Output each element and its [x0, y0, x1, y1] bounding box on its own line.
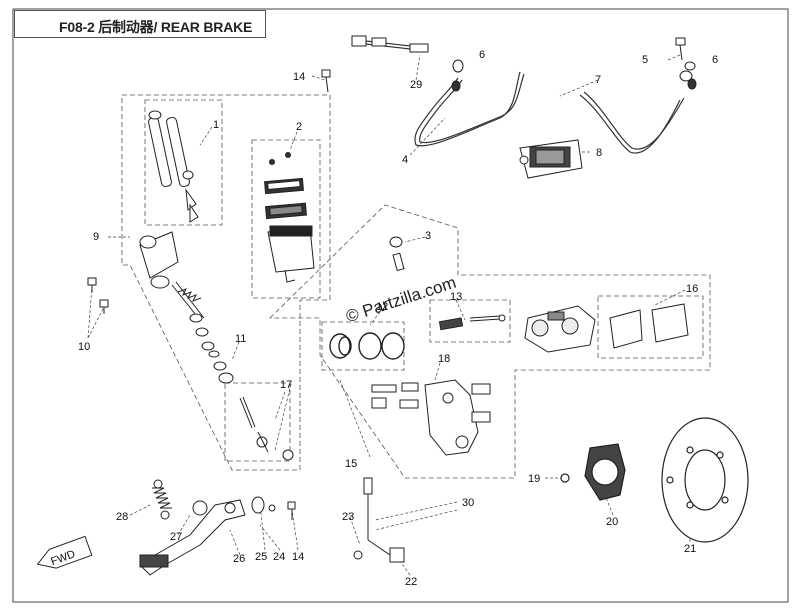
callout-labels: 1 2 3 4 5 6 6 7 8 9 10 11 12 13 14 14 15…: [78, 49, 718, 588]
diagram-border: [12, 8, 789, 603]
caliper-bracket: [371, 379, 491, 456]
piston-seals: [329, 332, 405, 360]
group-outlines: [121, 94, 711, 479]
callout-30: 30: [462, 497, 474, 509]
callout-11: 11: [235, 333, 246, 345]
brake-pedal: [139, 499, 246, 576]
slide-pins: [438, 314, 506, 331]
caliper-group-outline: [269, 204, 711, 479]
rod-group-outline: [144, 99, 223, 226]
piston-spring-chain: [177, 288, 294, 461]
callout-12: 12: [376, 301, 388, 313]
callout-24: 24: [273, 551, 285, 563]
callout-5: 5: [642, 54, 648, 66]
callout-8: 8: [596, 147, 602, 159]
brake-line-rear: [579, 94, 681, 154]
brake-switch: [353, 477, 405, 563]
callout-17: 17: [280, 379, 292, 391]
bolt-top: [321, 69, 331, 93]
callout-10: 10: [78, 341, 90, 353]
callout-20: 20: [606, 516, 618, 528]
pushrod-group-outline: [224, 382, 291, 462]
brake-sensor: [351, 35, 429, 53]
caliper-assembly-top: [519, 139, 583, 179]
brake-pads: [609, 303, 689, 349]
return-spring: [152, 479, 172, 520]
page-title: F08-2 后制动器/ REAR BRAKE: [59, 19, 253, 35]
master-cylinder-rods: [148, 110, 199, 223]
callout-14-bottom: 14: [292, 551, 304, 563]
brake-hose-front: [414, 71, 521, 147]
callout-7: 7: [595, 74, 601, 86]
callout-28: 28: [116, 511, 128, 523]
mounting-bolts: [87, 277, 109, 314]
seal-group-outline: [321, 321, 405, 371]
callout-16: 16: [686, 283, 698, 295]
callout-29: 29: [410, 79, 422, 91]
brake-hose-front-outer: [419, 73, 525, 144]
callout-22: 22: [405, 576, 417, 588]
callout-15: 15: [345, 458, 357, 470]
callout-1: 1: [213, 119, 219, 131]
callout-23: 23: [342, 511, 354, 523]
callout-6-left: 6: [479, 49, 485, 61]
callout-3: 3: [425, 230, 431, 242]
fwd-badge: FWD: [36, 535, 93, 569]
reservoir-assembly: [264, 152, 315, 283]
callout-21: 21: [684, 543, 696, 555]
callout-19: 19: [528, 473, 540, 485]
callout-27: 27: [170, 531, 182, 543]
callout-9: 9: [93, 231, 99, 243]
callout-13: 13: [450, 291, 462, 303]
pivot-hardware: [251, 496, 296, 520]
callout-2: 2: [296, 121, 302, 133]
callout-6-right: 6: [712, 54, 718, 66]
watermark-text: © Partzilla.com: [344, 273, 459, 326]
brake-lines: [365, 40, 685, 154]
callout-26: 26: [233, 553, 245, 565]
callout-14-top: 14: [293, 71, 305, 83]
master-cylinder-body: [139, 231, 205, 321]
callout-18: 18: [438, 353, 450, 365]
brake-line-rear-outer: [583, 91, 685, 150]
master-cylinder-group-outline: [121, 94, 331, 471]
reservoir-group-outline: [251, 139, 321, 299]
rotor-carrier: [560, 443, 626, 501]
brake-rotor: [661, 417, 749, 543]
banjo-fittings: [389, 37, 697, 272]
callout-25: 25: [255, 551, 267, 563]
rear-caliper: [524, 305, 596, 353]
pin-group-outline: [429, 299, 511, 343]
pad-group-outline: [597, 295, 704, 359]
title-box: F08-2 后制动器/ REAR BRAKE: [14, 10, 266, 38]
callout-4: 4: [402, 154, 408, 166]
